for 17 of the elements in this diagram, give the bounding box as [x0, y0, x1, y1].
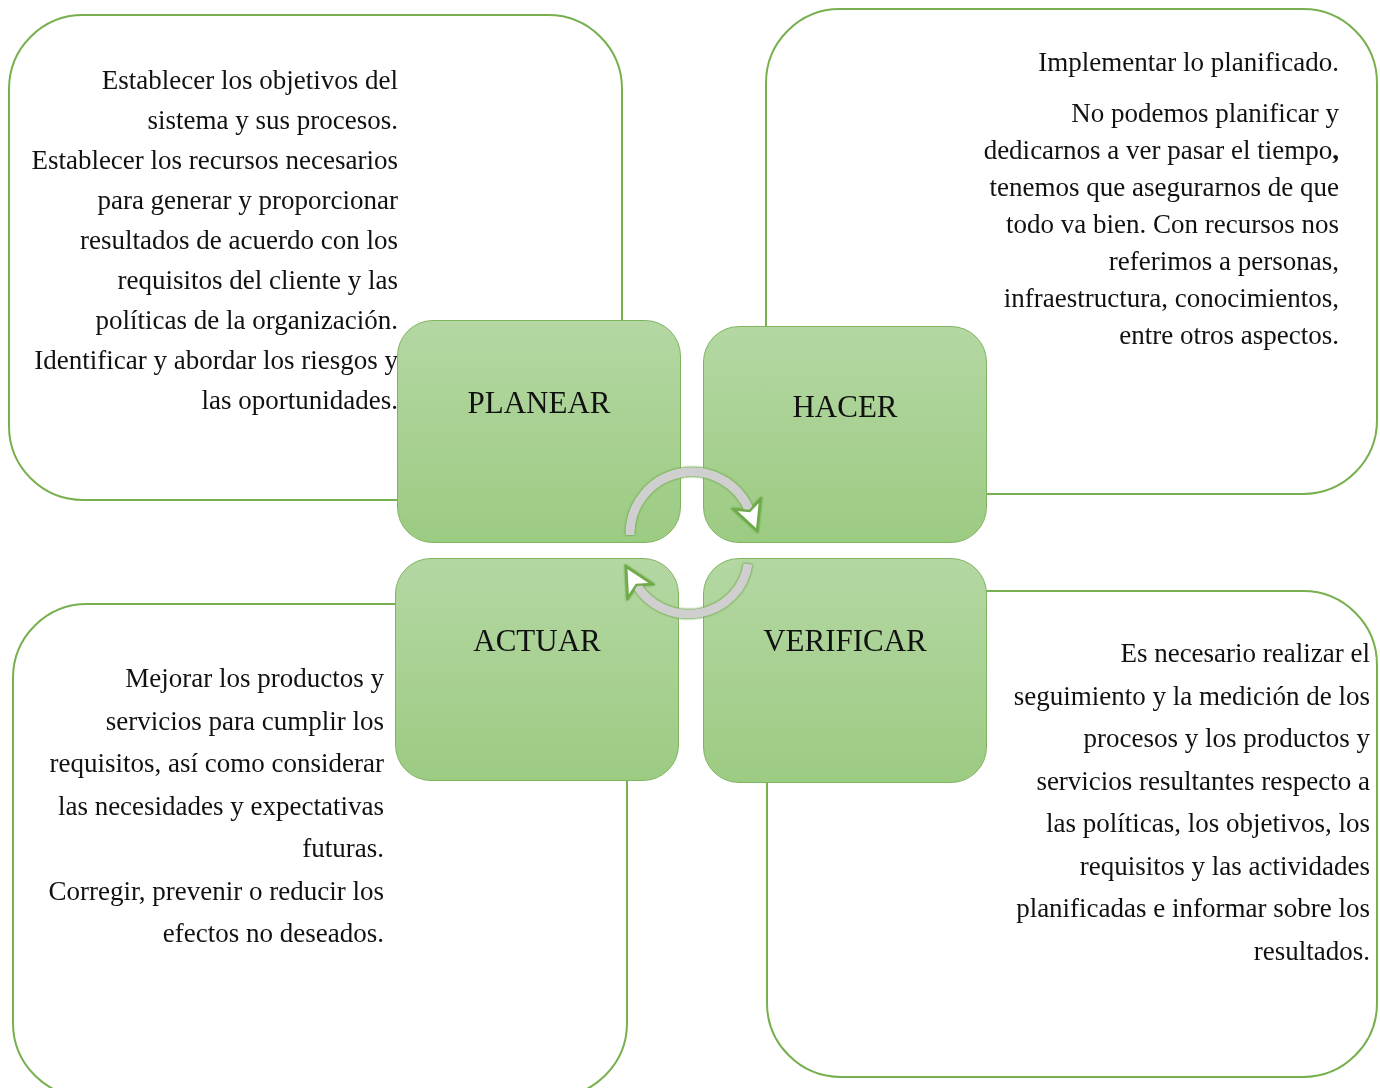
curved-arrow	[625, 467, 761, 536]
stage-label: HACER	[791, 389, 899, 425]
stage-label: ACTUAR	[472, 623, 602, 659]
description-text: Establecer los objetivos del sistema y sus procesos.	[100, 64, 398, 137]
description-text: Establecer los recursos necesarios para generar y proporcionar resultados de acuerdo con los requisitos del cliente y las políticas de la organización.	[30, 144, 398, 337]
stage-label: PLANEAR	[466, 385, 612, 421]
stage-box	[703, 558, 987, 783]
description-text: Identificar y abordar los riesgos y las oportunidades.	[33, 344, 398, 417]
description-text: Mejorar los productos y servicios para cumplir los requisitos, así como considerar las necesidades y expectativas futuras.	[48, 662, 384, 865]
description-text: Implementar lo planificado.	[1037, 46, 1339, 79]
stage-box	[703, 326, 987, 543]
stage-label: VERIFICAR	[762, 623, 928, 659]
description-text: No podemos planificar y dedicarnos a ver pasar el tiempo, tenemos que asegurarnos de que todo va bien. Con recursos nos referimos a personas, infraestructura, conocimientos, entre otros aspectos.	[982, 97, 1339, 352]
description-text: Corregir, prevenir o reducir los efectos no deseados.	[47, 874, 384, 950]
stage-box	[397, 320, 681, 543]
stage-box	[395, 558, 679, 781]
description-text: Es necesario realizar el seguimiento y la medición de los procesos y los productos y servicios resultantes respecto a las políticas, los objetivos, los requisitos y las actividades planificadas e informar sobre los resultados.	[1012, 637, 1370, 968]
